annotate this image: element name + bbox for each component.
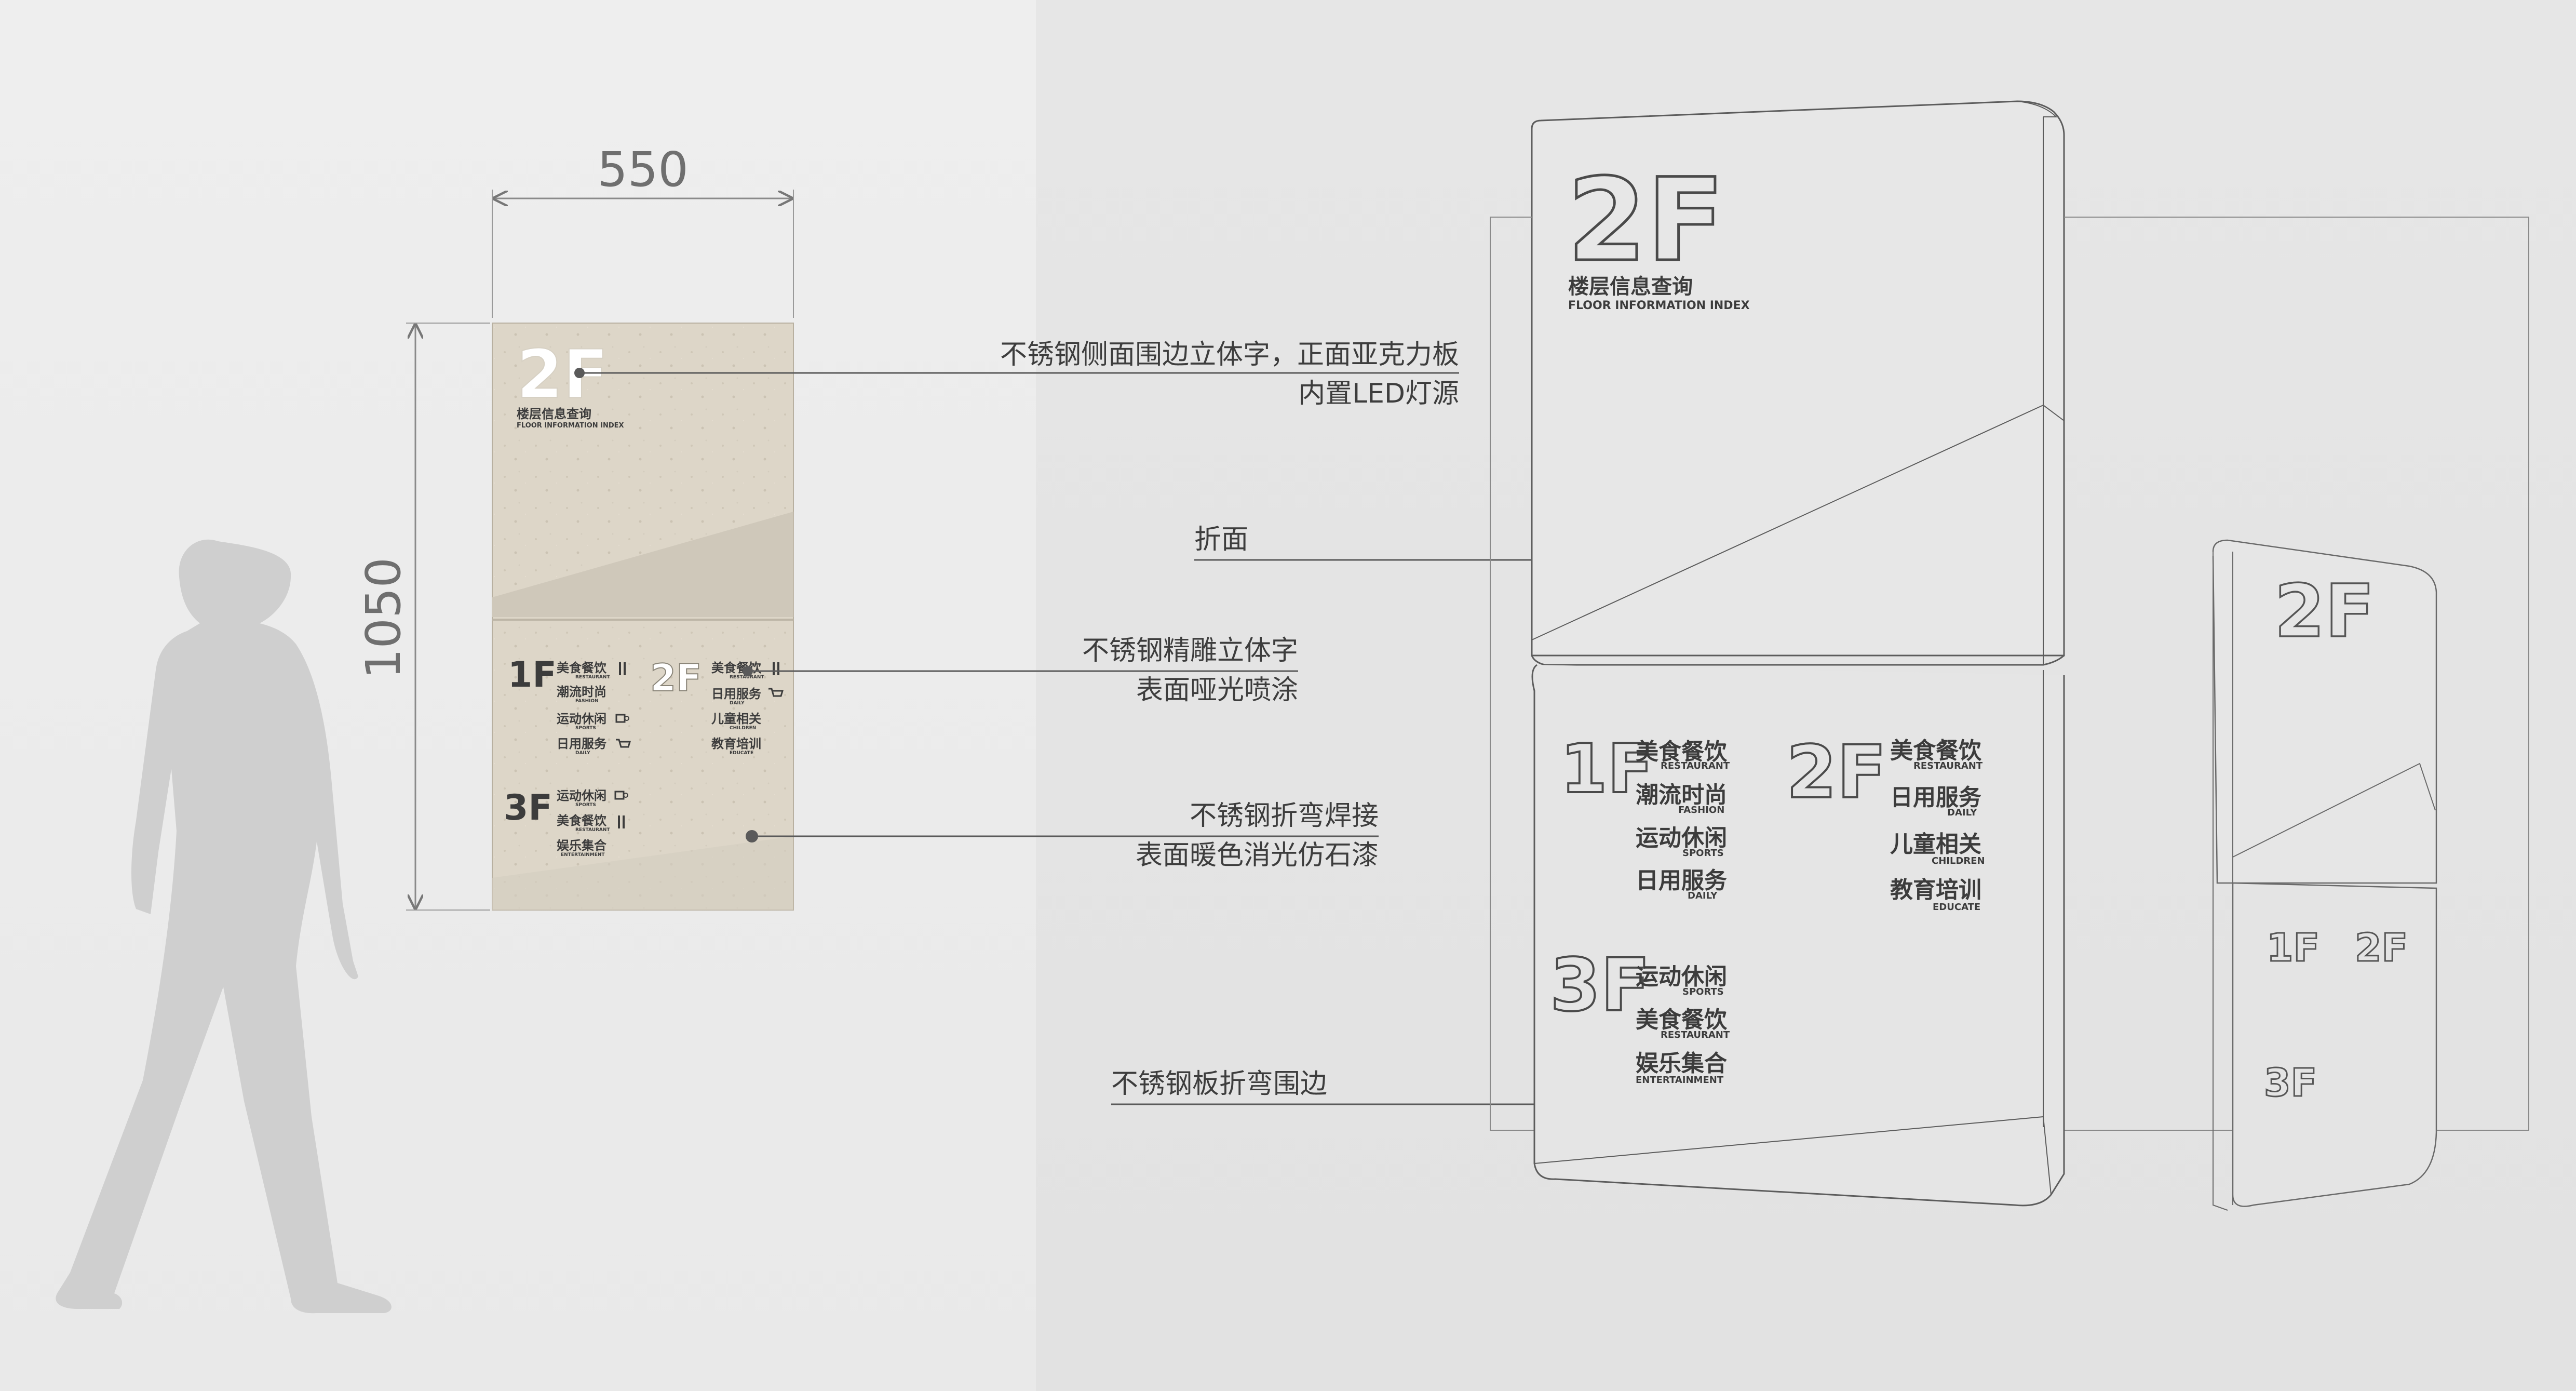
cart-icon — [768, 688, 784, 697]
callout-2-line1: 折面 — [1194, 524, 1248, 555]
directory-item-en: EDUCATE — [730, 751, 753, 756]
sketch-item-cn: 美食餐饮 — [1636, 739, 1728, 765]
directory-item-cn: 美食餐饮 — [711, 661, 762, 675]
directory-floor-3: 3F 运动休闲 SPORTS 美食餐饮 RESTAURANT 娱乐集合 ENTE… — [504, 787, 628, 858]
sketch-directory-floor-3: 3F 运动休闲 SPORTS 美食餐饮 RESTAURANT 娱乐集合 ENTE… — [1549, 942, 1730, 1086]
callout-1: 不锈钢侧面围边立体字，正面亚克力板 内置LED灯源 — [574, 339, 1459, 409]
sign-perspective-sketch — [1490, 100, 2529, 1207]
callout-1-line1: 不锈钢侧面围边立体字，正面亚克力板 — [1000, 339, 1459, 370]
floor-label-2f: 2F — [650, 656, 702, 700]
directory-floor-1: 1F 美食餐饮 RESTAURANT 潮流时尚 FASHION 运动休闲 SPO… — [508, 654, 631, 756]
directory-item-en: ENTERTAINMENT — [561, 852, 605, 858]
side-sketch-floor-1f: 1F — [2267, 926, 2319, 970]
sign-title-en: FLOOR INFORMATION INDEX — [517, 422, 624, 430]
floor-number-2f: 2F — [517, 336, 609, 413]
directory-item-en: FASHION — [575, 699, 599, 704]
directory-item-cn: 儿童相关 — [711, 712, 761, 726]
height-value: 1050 — [356, 557, 411, 679]
sketch-item-cn: 美食餐饮 — [1636, 1007, 1728, 1033]
floor-label-3f: 3F — [504, 787, 552, 828]
sketch-directory-floor-1: 1F 美食餐饮 RESTAURANT 潮流时尚 FASHION 运动休闲 SPO… — [1559, 728, 1730, 901]
directory-item-en: RESTAURANT — [575, 675, 610, 680]
cart-icon — [616, 739, 631, 748]
sketch-item-en: CHILDREN — [1932, 855, 1985, 866]
directory-item-en: DAILY — [575, 751, 590, 756]
utensils-icon — [619, 662, 626, 675]
directory-item-en: DAILY — [730, 701, 745, 706]
sketch-floor-2f-label: 2F — [1786, 730, 1886, 815]
directory-item-en: SPORTS — [575, 802, 596, 808]
directory-item-en: RESTAURANT — [730, 675, 764, 680]
sketch-floor-2f: 2F — [1567, 154, 1724, 287]
directory-item-cn: 娱乐集合 — [557, 838, 607, 853]
directory-item-cn: 美食餐饮 — [557, 661, 607, 675]
side-sketch-floor-3f: 3F — [2264, 1061, 2317, 1105]
directory-item-cn: 日用服务 — [557, 737, 607, 751]
sketch-item-cn: 日用服务 — [1890, 784, 1981, 811]
directory-item-cn: 教育培训 — [711, 737, 761, 751]
sketch-title-en: FLOOR INFORMATION INDEX — [1568, 299, 1750, 312]
height-dimension: 1050 — [356, 323, 490, 911]
side-sketch-floor-2f: 2F — [2274, 569, 2375, 654]
directory-item-cn: 运动休闲 — [557, 712, 606, 726]
sketch-title-cn: 楼层信息查询 — [1568, 275, 1693, 299]
sketch-item-en: DAILY — [1688, 890, 1718, 901]
sign-side-sketch — [2212, 539, 2437, 1211]
directory-item-en: SPORTS — [575, 726, 596, 731]
callout-3-line2: 表面哑光喷涂 — [1136, 675, 1298, 706]
sketch-item-cn: 运动休闲 — [1636, 825, 1727, 851]
callout-3: 不锈钢精雕立体字 表面哑光喷涂 — [743, 635, 1298, 706]
sketch-item-cn: 美食餐饮 — [1890, 738, 1982, 764]
sketch-item-cn: 教育培训 — [1890, 877, 1981, 903]
sketch-directory-floor-2: 2F 美食餐饮 RESTAURANT 日用服务 DAILY 儿童相关 CHILD… — [1785, 729, 1985, 913]
sketch-item-cn: 潮流时尚 — [1636, 782, 1727, 808]
person-silhouette — [56, 539, 392, 1314]
callout-3-line1: 不锈钢精雕立体字 — [1082, 635, 1298, 666]
directory-floor-2: 2F 美食餐饮 RESTAURANT 日用服务 DAILY 儿童相关 CHILD… — [650, 656, 784, 756]
callout-4: 不锈钢折弯焊接 表面暖色消光仿石漆 — [746, 800, 1379, 871]
directory-item-cn: 潮流时尚 — [557, 685, 606, 699]
coffee-cup-icon — [614, 791, 628, 800]
sketch-item-en: RESTAURANT — [1913, 760, 1983, 771]
sketch-item-en: DAILY — [1947, 807, 1977, 818]
sketch-item-en: SPORTS — [1682, 986, 1724, 997]
sketch-item-cn: 日用服务 — [1636, 867, 1727, 894]
sketch-item-cn: 运动休闲 — [1636, 964, 1727, 990]
directory-item-cn: 运动休闲 — [557, 788, 606, 803]
floor-label-1f: 1F — [508, 654, 557, 696]
callout-5-line1: 不锈钢板折弯围边 — [1111, 1068, 1327, 1100]
sketch-item-cn: 娱乐集合 — [1636, 1050, 1727, 1077]
sketch-item-en: ENTERTAINMENT — [1636, 1075, 1724, 1086]
width-dimension: 550 — [492, 142, 794, 318]
side-sketch-floor-2f-dir: 2F — [2355, 926, 2408, 970]
sketch-item-en: RESTAURANT — [1661, 760, 1730, 771]
directory-item-en: CHILDREN — [730, 726, 756, 731]
sketch-item-en: EDUCATE — [1933, 902, 1980, 913]
coffee-cup-icon — [615, 714, 629, 723]
utensils-icon — [773, 662, 779, 675]
sketch-item-en: SPORTS — [1682, 848, 1724, 859]
sketch-floor-3f: 3F — [1550, 943, 1650, 1028]
width-value: 550 — [597, 142, 689, 197]
callout-4-line2: 表面暖色消光仿石漆 — [1136, 840, 1379, 871]
directory-item-en: RESTAURANT — [575, 827, 610, 833]
sign-front-elevation: 2F 楼层信息查询 FLOOR INFORMATION INDEX 1F 美食餐… — [492, 323, 794, 911]
callout-4-line1: 不锈钢折弯焊接 — [1190, 800, 1379, 832]
sketch-item-en: RESTAURANT — [1661, 1029, 1730, 1040]
sketch-header: 2F 楼层信息查询 FLOOR INFORMATION INDEX — [1566, 153, 1750, 313]
side-sketch-labels: 2F 1F 2F 3F — [2263, 568, 2409, 1106]
sketch-item-cn: 儿童相关 — [1890, 831, 1981, 858]
sign-title-cn: 楼层信息查询 — [517, 407, 591, 421]
sketch-item-en: FASHION — [1678, 805, 1724, 815]
sketch-floor-1f: 1F — [1560, 729, 1653, 808]
directory-item-cn: 美食餐饮 — [557, 813, 607, 828]
utensils-icon — [618, 815, 625, 828]
callout-1-line2: 内置LED灯源 — [1298, 378, 1459, 409]
directory-item-cn: 日用服务 — [711, 687, 762, 701]
